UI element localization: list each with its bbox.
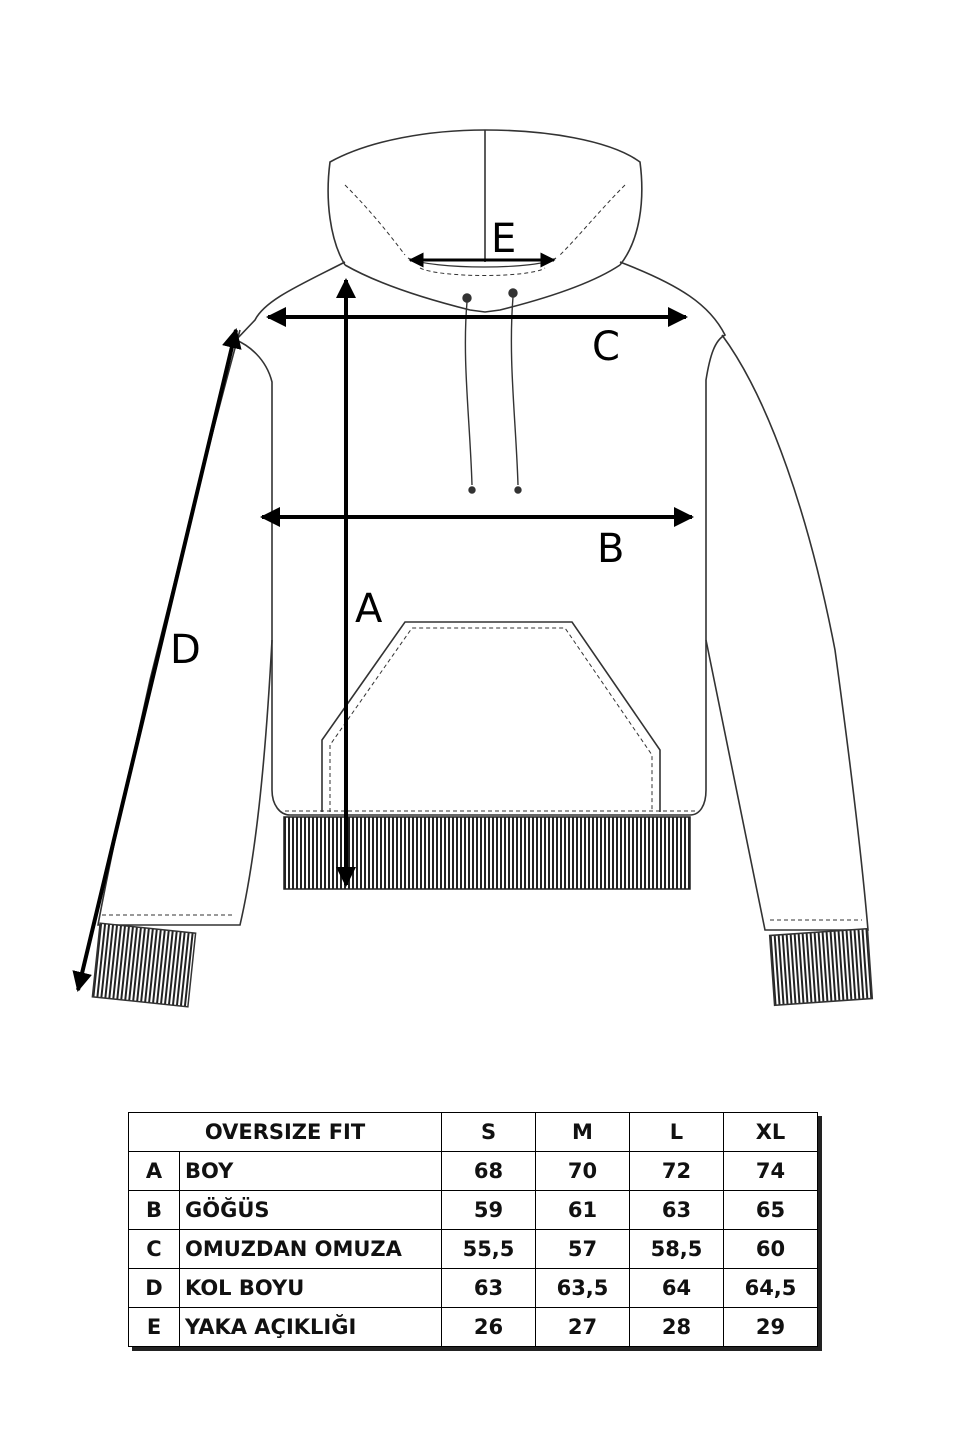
right-sleeve xyxy=(705,334,869,931)
row-value: 72 xyxy=(629,1151,724,1191)
hoodie-body xyxy=(234,261,727,816)
table-row: C OMUZDAN OMUZA 55,5 57 58,5 60 xyxy=(128,1229,818,1269)
table-row: D KOL BOYU 63 63,5 64 64,5 xyxy=(128,1268,818,1308)
row-value: 70 xyxy=(535,1151,630,1191)
row-value: 26 xyxy=(441,1307,536,1347)
row-value: 68 xyxy=(441,1151,536,1191)
drawstrings xyxy=(462,288,522,494)
row-letter: B xyxy=(128,1190,180,1230)
size-header: M xyxy=(535,1112,630,1152)
row-value: 29 xyxy=(723,1307,818,1347)
table-header-row: OVERSIZE FIT S M L XL xyxy=(128,1112,818,1152)
row-letter: E xyxy=(128,1307,180,1347)
fit-title: OVERSIZE FIT xyxy=(128,1112,442,1152)
row-value: 58,5 xyxy=(629,1229,724,1269)
size-header: XL xyxy=(723,1112,818,1152)
table-row: B GÖĞÜS 59 61 63 65 xyxy=(128,1190,818,1230)
row-value: 65 xyxy=(723,1190,818,1230)
right-cuff xyxy=(768,927,874,1007)
row-value: 64 xyxy=(629,1268,724,1308)
row-letter: A xyxy=(128,1151,180,1191)
row-value: 55,5 xyxy=(441,1229,536,1269)
left-cuff xyxy=(91,922,197,1008)
label-B: B xyxy=(597,526,624,572)
row-letter: C xyxy=(128,1229,180,1269)
arrow-D xyxy=(72,328,242,992)
kangaroo-pocket xyxy=(321,621,661,812)
row-value: 28 xyxy=(629,1307,724,1347)
row-value: 57 xyxy=(535,1229,630,1269)
size-header: L xyxy=(629,1112,724,1152)
row-value: 64,5 xyxy=(723,1268,818,1308)
row-value: 63,5 xyxy=(535,1268,630,1308)
hoodie-diagram: A B C D E xyxy=(72,129,874,1008)
label-E: E xyxy=(491,216,516,262)
row-value: 63 xyxy=(441,1268,536,1308)
label-A: A xyxy=(355,586,383,632)
row-value: 74 xyxy=(723,1151,818,1191)
row-name: GÖĞÜS xyxy=(179,1190,442,1230)
table-row: A BOY 68 70 72 74 xyxy=(128,1151,818,1191)
measurement-arrows xyxy=(72,252,694,992)
row-name: KOL BOYU xyxy=(179,1268,442,1308)
row-value: 59 xyxy=(441,1190,536,1230)
hood xyxy=(327,129,643,313)
size-header: S xyxy=(441,1112,536,1152)
size-table: OVERSIZE FIT S M L XL A BOY 68 70 72 74 … xyxy=(128,1112,818,1347)
table-row: E YAKA AÇIKLIĞI 26 27 28 29 xyxy=(128,1307,818,1347)
row-value: 63 xyxy=(629,1190,724,1230)
row-name: YAKA AÇIKLIĞI xyxy=(179,1307,442,1347)
row-name: BOY xyxy=(179,1151,442,1191)
row-value: 60 xyxy=(723,1229,818,1269)
label-C: C xyxy=(592,324,620,370)
row-value: 27 xyxy=(535,1307,630,1347)
label-D: D xyxy=(170,627,201,673)
row-letter: D xyxy=(128,1268,180,1308)
row-value: 61 xyxy=(535,1190,630,1230)
row-name: OMUZDAN OMUZA xyxy=(179,1229,442,1269)
